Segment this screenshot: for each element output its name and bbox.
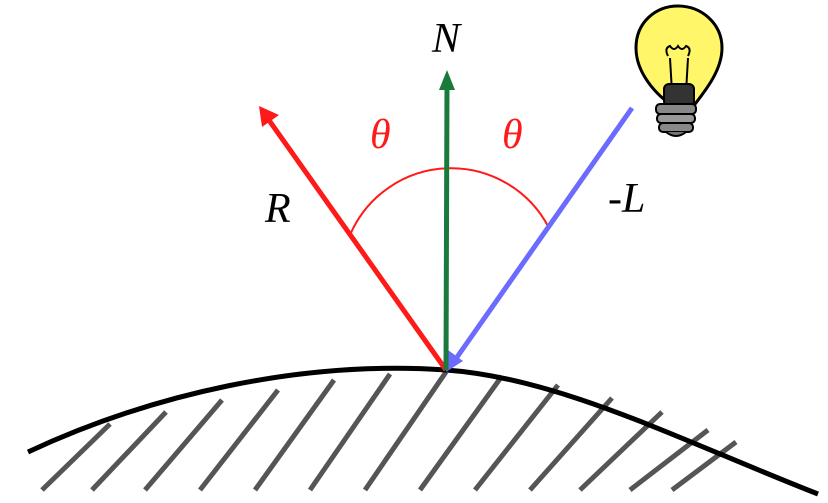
angle-left-label: θ: [370, 112, 391, 158]
reflection-label: R: [264, 186, 291, 232]
light-vector: [446, 106, 635, 372]
normal-vector: [439, 70, 455, 371]
light-neg-label: -L: [608, 176, 645, 222]
surface-hatching: [40, 370, 738, 492]
angle-arc: [349, 167, 550, 236]
reflection-vector: [259, 106, 449, 372]
normal-label: N: [431, 16, 462, 62]
light-bulb-icon: [634, 4, 724, 137]
angle-right-label: θ: [502, 112, 523, 158]
